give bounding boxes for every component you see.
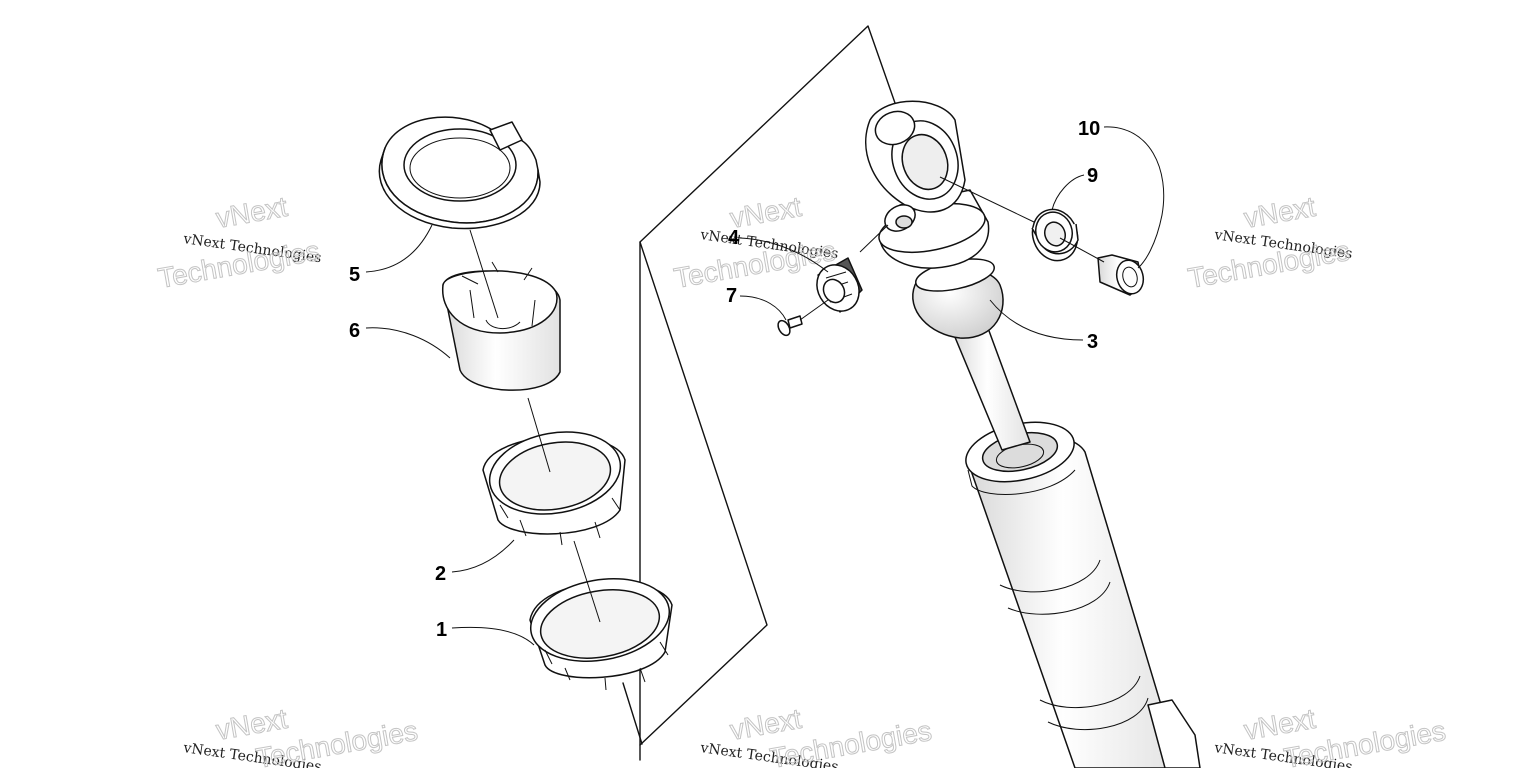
leader-9 <box>1051 174 1085 211</box>
assembly-boundary-lower <box>639 241 768 746</box>
callout-2: 2 <box>435 563 446 585</box>
watermark-right-bottom: vNext Technologies vNext Technologies <box>1212 702 1448 768</box>
leader-3 <box>989 299 1084 341</box>
part-5-split-washer <box>378 116 541 230</box>
assembly-boundary-line <box>639 25 896 761</box>
shock-absorber-assembly <box>865 100 1201 768</box>
part-4-adjuster-knob <box>816 257 863 313</box>
part-7-screw <box>777 315 803 337</box>
leader-6 <box>365 327 451 359</box>
watermark-left-bottom: vNext Technologies vNext Technologies <box>181 702 420 768</box>
callout-5: 5 <box>349 264 360 286</box>
guide-line-5-6 <box>469 229 499 319</box>
leader-4 <box>739 237 829 273</box>
leader-7 <box>739 295 787 321</box>
guide-line-eye-4 <box>859 224 889 253</box>
guide-line-eye-9 <box>939 176 1035 223</box>
callout-7: 7 <box>726 285 737 307</box>
leader-5 <box>365 224 433 273</box>
guide-line-9-10 <box>1059 237 1105 263</box>
part-1-lock-nut <box>529 578 673 691</box>
guide-line-6-2 <box>527 397 551 473</box>
callout-6: 6 <box>349 320 360 342</box>
assembly-boundary-tick <box>622 682 643 745</box>
callout-1: 1 <box>436 619 447 641</box>
callout-3: 3 <box>1087 331 1098 353</box>
callout-4: 4 <box>728 227 740 249</box>
watermark-big-line1: vNext <box>1242 191 1318 234</box>
watermark-left-top: vNext Technologies vNext Technologies <box>155 190 322 294</box>
part-10-bushing <box>1097 254 1145 296</box>
callout-9: 9 <box>1087 165 1098 187</box>
leader-10 <box>1103 126 1165 269</box>
part-6-sleeve <box>442 261 561 391</box>
leader-1 <box>451 626 535 646</box>
guide-line-2-1 <box>573 540 601 623</box>
leader-2 <box>451 539 515 573</box>
watermark-center-top: vNext Technologies vNext Technologies <box>671 190 839 294</box>
watermark-big-line1: vNext <box>214 191 290 234</box>
watermark-right-top: vNext Technologies vNext Technologies <box>1185 190 1353 294</box>
part-2-lock-nut <box>482 431 626 546</box>
watermark-center-bottom: vNext Technologies vNext Technologies <box>698 702 934 768</box>
callout-10: 10 <box>1078 118 1100 140</box>
guide-line-4-7 <box>799 299 829 321</box>
part-9-washer <box>1031 208 1079 262</box>
